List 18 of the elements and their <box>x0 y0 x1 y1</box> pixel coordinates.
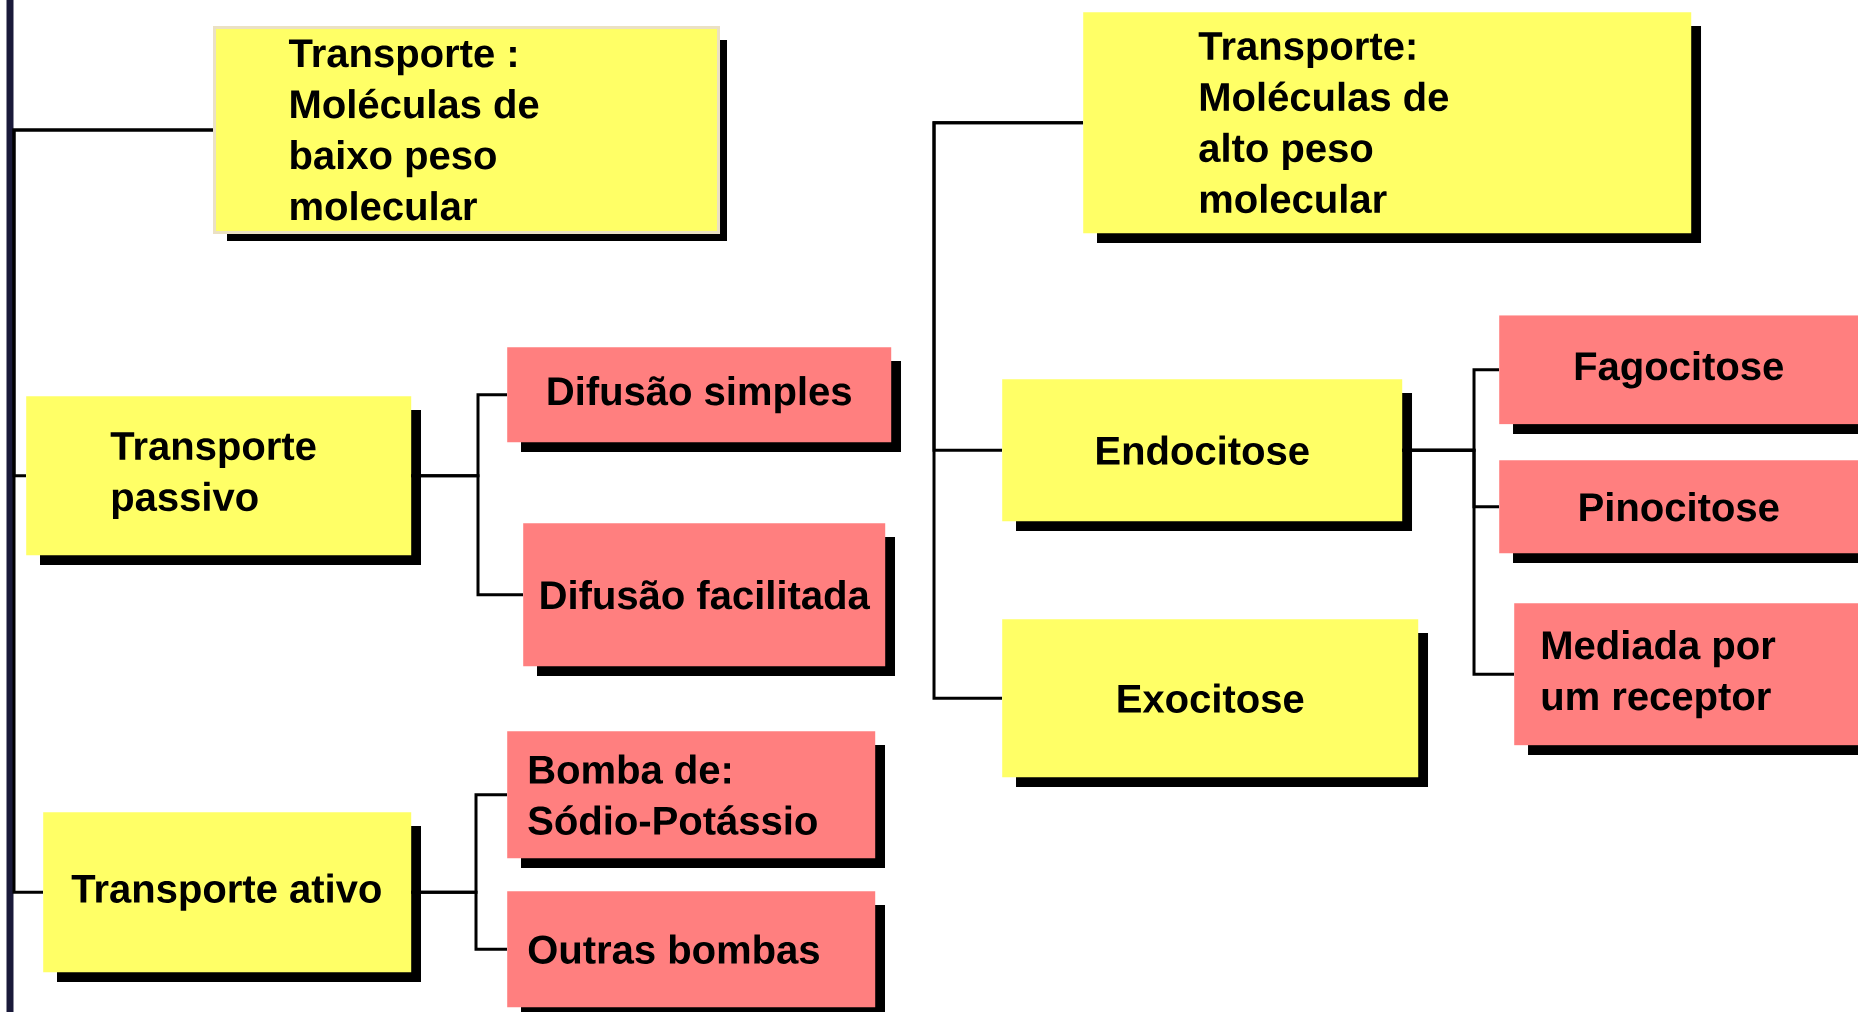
concept-box: Pinocitose <box>1499 460 1858 563</box>
concept-box: Difusão simples <box>507 347 901 452</box>
concept-box: Exocitose <box>1002 619 1428 787</box>
concept-box: Transporte ativo <box>43 812 421 982</box>
connector-line <box>411 890 507 951</box>
concept-box: Transporte passivo <box>26 396 421 565</box>
concept-box: Difusão facilitada <box>523 523 895 676</box>
concept-box: Transporte: Moléculas de alto peso molecular <box>1083 12 1701 243</box>
concept-box: Outras bombas <box>507 891 885 1012</box>
concept-box: Endocitose <box>1002 379 1412 531</box>
concept-box: Bomba de: Sódio-Potássio <box>507 731 885 868</box>
concept-box: Fagocitose <box>1499 315 1858 434</box>
connector-line <box>1402 448 1514 676</box>
connector-line <box>411 474 523 597</box>
concept-box: Mediada por um receptor <box>1514 603 1858 755</box>
connector-line <box>932 121 1083 700</box>
concept-box: Transporte : Moléculas de baixo peso molecular <box>213 26 727 241</box>
connector-line <box>12 128 213 894</box>
